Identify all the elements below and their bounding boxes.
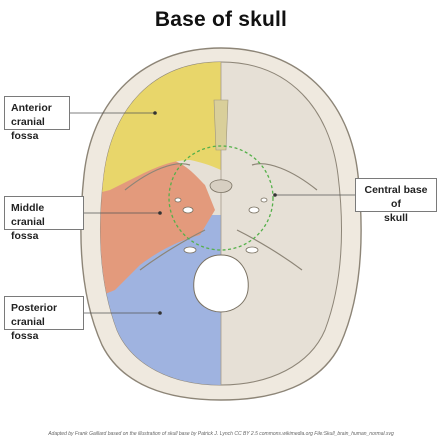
sphenoid-wing-left	[124, 163, 191, 191]
petrous-ridge-right	[236, 229, 303, 271]
image-credit: Adapted by Frank Gaillard based on the i…	[48, 431, 394, 437]
sella-turcica	[209, 179, 233, 193]
sphenoid-wing-right	[251, 163, 318, 191]
middle-fossa-region	[100, 158, 215, 300]
label-central-line1: Central base of	[364, 184, 428, 210]
jugular-foramen-right	[245, 246, 259, 254]
label-middle-line2: fossa	[11, 230, 39, 242]
central-base-outline	[168, 145, 274, 251]
label-central-base-of-skull: Central base of skull	[355, 178, 437, 224]
leader-dot-central	[273, 193, 277, 197]
label-anterior-line1: Anterior cranial	[11, 102, 52, 128]
leader-dot-posterior	[158, 311, 162, 315]
leader-dot-anterior	[153, 111, 157, 115]
label-posterior-cranial-fossa: Posterior cranial fossa	[4, 296, 84, 342]
leader-dot-middle	[158, 211, 162, 215]
jugular-foramen-left	[183, 246, 197, 254]
label-posterior-line2: fossa	[11, 330, 39, 342]
diagram-title: Base of skull	[154, 8, 288, 31]
foramen-rotundum-left	[174, 197, 182, 203]
label-middle-line1: Middle cranial	[11, 202, 45, 228]
label-middle-cranial-fossa: Middle cranial fossa	[4, 196, 84, 242]
foramen-ovale-left	[182, 206, 194, 214]
label-anterior-line2: fossa	[11, 130, 39, 142]
petrous-ridge-left	[139, 229, 206, 271]
crista-galli	[213, 99, 229, 151]
label-posterior-line1: Posterior cranial	[11, 302, 58, 328]
foramen-ovale-right	[248, 206, 260, 214]
foramen-rotundum-right	[260, 197, 268, 203]
label-central-line2: skull	[384, 212, 408, 224]
label-anterior-cranial-fossa: Anterior cranial fossa	[4, 96, 70, 142]
foramen-magnum	[193, 254, 249, 313]
